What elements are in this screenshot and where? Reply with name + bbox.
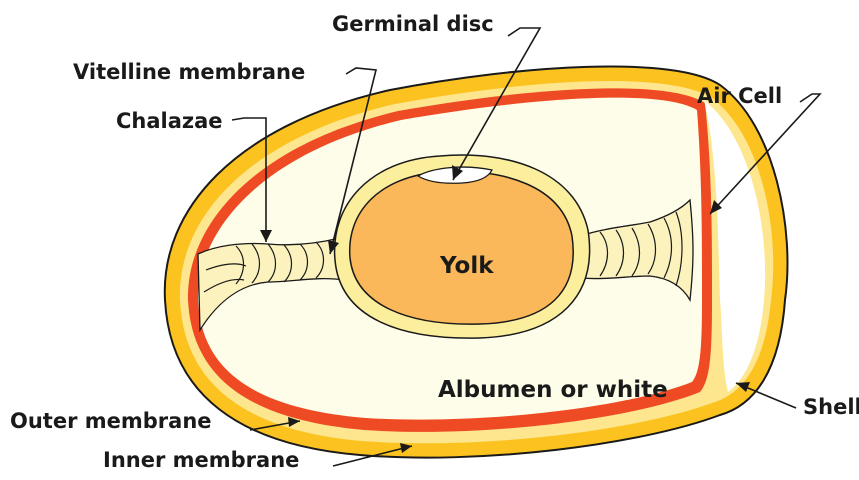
yolk — [350, 171, 574, 324]
yolk-label: Yolk — [440, 255, 494, 278]
chalazae-label: Chalazae — [116, 111, 223, 132]
shell-label: Shell — [803, 397, 859, 418]
vitelline-membrane-label: Vitelline membrane — [73, 62, 305, 83]
outer-membrane-label: Outer membrane — [10, 411, 212, 432]
inner-membrane-label: Inner membrane — [103, 450, 299, 471]
air-cell-label: Air Cell — [697, 86, 782, 107]
germinal-disc-label: Germinal disc — [332, 14, 494, 35]
albumen-label: Albumen or white — [438, 379, 668, 402]
